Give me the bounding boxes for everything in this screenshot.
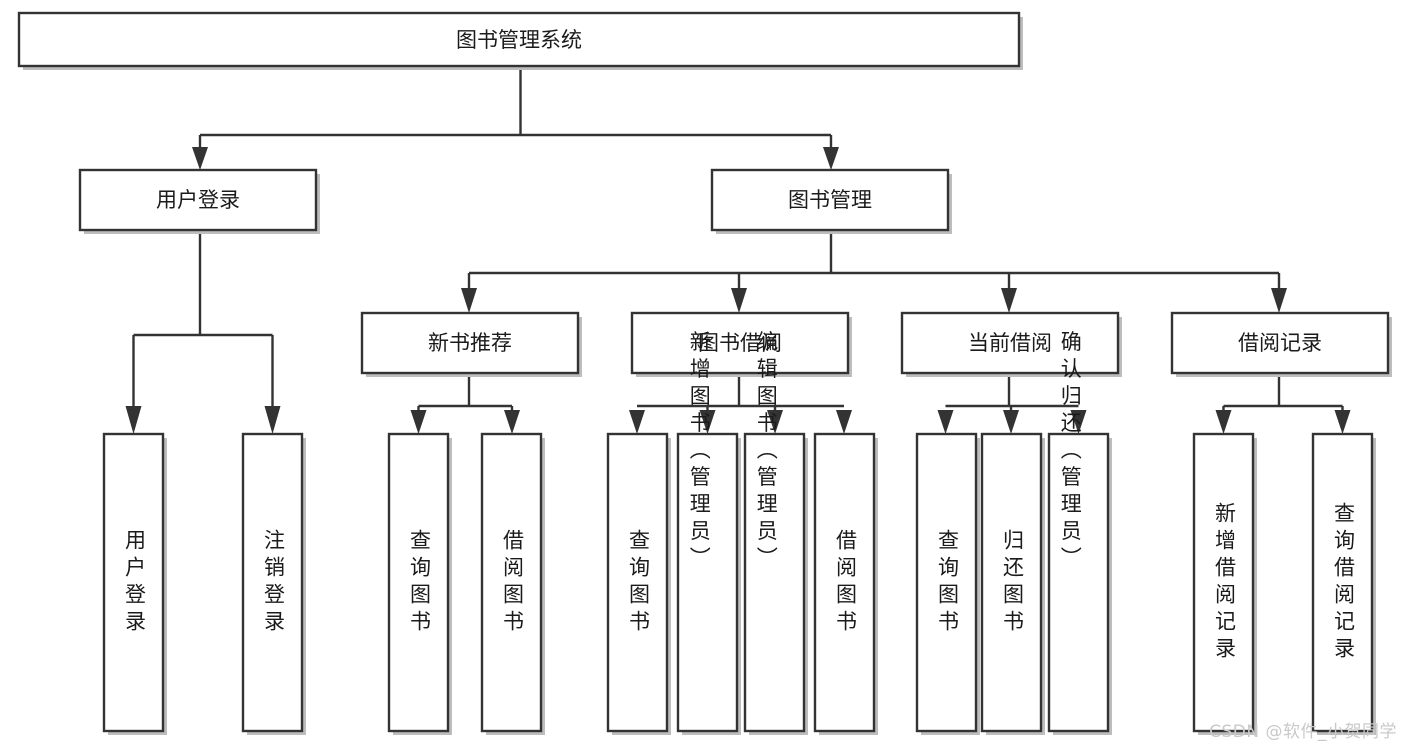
arrow-head-leaf-borrow-book-b <box>836 410 852 434</box>
node-leaf-borrow-book-a[interactable]: 借阅图书 <box>480 432 545 735</box>
node-borrow-record-label: 借阅记录 <box>1238 331 1322 355</box>
node-leaf-add-book-admin-rect[interactable] <box>676 432 739 733</box>
node-leaf-return-book-label: 归还图书 <box>1001 529 1025 637</box>
node-user-login-label: 用户登录 <box>156 188 240 212</box>
node-current-borrow[interactable]: 当前借阅 <box>900 311 1122 377</box>
node-leaf-borrow-book-a-rect[interactable] <box>480 432 543 733</box>
arrow-head-leaf-add-book-admin <box>699 410 716 434</box>
node-leaf-query-book-c-rect[interactable] <box>915 432 978 733</box>
node-leaf-logout-rect[interactable] <box>241 432 304 733</box>
node-leaf-query-book-a[interactable]: 查询图书 <box>387 432 452 735</box>
node-book-borrow-label: 图书借阅 <box>698 331 782 355</box>
node-new-book-recommend[interactable]: 新书推荐 <box>360 311 582 377</box>
node-leaf-user-login-label: 用户登录 <box>123 529 147 637</box>
node-book-borrow[interactable]: 图书借阅 <box>630 311 852 377</box>
node-leaf-edit-book-admin[interactable]: 编辑图书（管理员） <box>743 331 808 736</box>
arrow-head-leaf-borrow-book-a <box>504 410 520 434</box>
node-leaf-borrow-book-b-rect[interactable] <box>813 432 876 733</box>
node-leaf-add-borrow-record[interactable]: 新增借阅记录 <box>1192 432 1257 735</box>
node-leaf-user-login-rect[interactable] <box>102 432 165 733</box>
arrow-head-leaf-query-borrow-record <box>1334 410 1351 434</box>
node-leaf-confirm-return-admin-rect[interactable] <box>1047 432 1110 733</box>
arrow-head-leaf-add-borrow-record <box>1215 410 1232 434</box>
node-book-manage-label: 图书管理 <box>788 188 872 212</box>
node-root[interactable]: 图书管理系统 <box>17 11 1023 70</box>
node-leaf-user-login[interactable]: 用户登录 <box>102 432 167 735</box>
arrow-head-leaf-user-login <box>125 406 142 434</box>
node-book-borrow-rect[interactable] <box>630 311 850 375</box>
node-leaf-query-book-c[interactable]: 查询图书 <box>915 432 980 735</box>
arrow-head-current-borrow <box>1001 288 1017 313</box>
arrow-head-borrow-record <box>1271 288 1287 313</box>
node-leaf-query-book-b-rect[interactable] <box>606 432 669 733</box>
arrow-head-leaf-logout <box>264 406 281 434</box>
arrow-head-leaf-return-book <box>1003 410 1019 434</box>
node-leaf-query-book-b-label: 查询图书 <box>627 529 651 637</box>
node-leaf-edit-book-admin-rect[interactable] <box>743 432 806 733</box>
node-leaf-borrow-book-b-label: 借阅图书 <box>834 529 858 637</box>
node-new-book-recommend-rect[interactable] <box>360 311 580 375</box>
node-leaf-query-borrow-record[interactable]: 查询借阅记录 <box>1311 432 1376 735</box>
node-borrow-record-rect[interactable] <box>1170 311 1390 375</box>
node-leaf-return-book-rect[interactable] <box>980 432 1043 733</box>
arrow-head-leaf-query-book-c <box>937 410 954 434</box>
node-current-borrow-label: 当前借阅 <box>968 331 1052 355</box>
node-leaf-query-book-b[interactable]: 查询图书 <box>606 432 671 735</box>
node-leaf-confirm-return-admin-label: 确认归还（管理员） <box>1058 331 1082 574</box>
node-leaf-edit-book-admin-label: 编辑图书（管理员） <box>754 331 778 574</box>
node-leaf-query-borrow-record-label: 查询借阅记录 <box>1332 502 1356 664</box>
node-user-login[interactable]: 用户登录 <box>78 168 320 234</box>
node-leaf-borrow-book-a-label: 借阅图书 <box>501 529 525 637</box>
node-new-book-recommend-label: 新书推荐 <box>428 331 512 355</box>
node-leaf-logout-label: 注销登录 <box>262 529 286 637</box>
connector-layer <box>125 68 1351 434</box>
arrow-head-leaf-confirm-return-admin <box>1070 410 1087 434</box>
node-current-borrow-rect[interactable] <box>900 311 1120 375</box>
node-leaf-query-book-a-label: 查询图书 <box>408 529 432 637</box>
arrow-head-book-borrow <box>731 288 747 313</box>
node-borrow-record[interactable]: 借阅记录 <box>1170 311 1392 377</box>
node-user-login-rect[interactable] <box>78 168 318 232</box>
arrow-head-new-book-recommend <box>461 288 477 313</box>
node-book-manage[interactable]: 图书管理 <box>710 168 952 234</box>
node-leaf-query-book-c-label: 查询图书 <box>936 529 960 637</box>
node-leaf-return-book[interactable]: 归还图书 <box>980 432 1045 735</box>
arrow-head-leaf-query-book-b <box>629 410 645 434</box>
node-leaf-borrow-book-b[interactable]: 借阅图书 <box>813 432 878 735</box>
arrow-head-user-login <box>192 147 208 170</box>
node-leaf-logout[interactable]: 注销登录 <box>241 432 306 735</box>
node-leaf-query-book-a-rect[interactable] <box>387 432 450 733</box>
node-leaf-query-borrow-record-rect[interactable] <box>1311 432 1374 733</box>
node-root-rect[interactable] <box>17 11 1021 68</box>
node-leaf-add-borrow-record-label: 新增借阅记录 <box>1213 502 1237 664</box>
arrow-head-leaf-query-book-a <box>410 410 427 434</box>
node-leaf-confirm-return-admin[interactable]: 确认归还（管理员） <box>1047 331 1112 736</box>
node-leaf-add-borrow-record-rect[interactable] <box>1192 432 1255 733</box>
arrow-head-leaf-edit-book-admin <box>767 410 783 434</box>
arrow-head-book-manage <box>823 147 839 170</box>
node-root-label: 图书管理系统 <box>456 28 582 52</box>
node-leaf-add-book-admin-label: 新增图书（管理员） <box>687 331 711 574</box>
node-leaf-add-book-admin[interactable]: 新增图书（管理员） <box>676 331 741 736</box>
node-book-manage-rect[interactable] <box>710 168 950 232</box>
